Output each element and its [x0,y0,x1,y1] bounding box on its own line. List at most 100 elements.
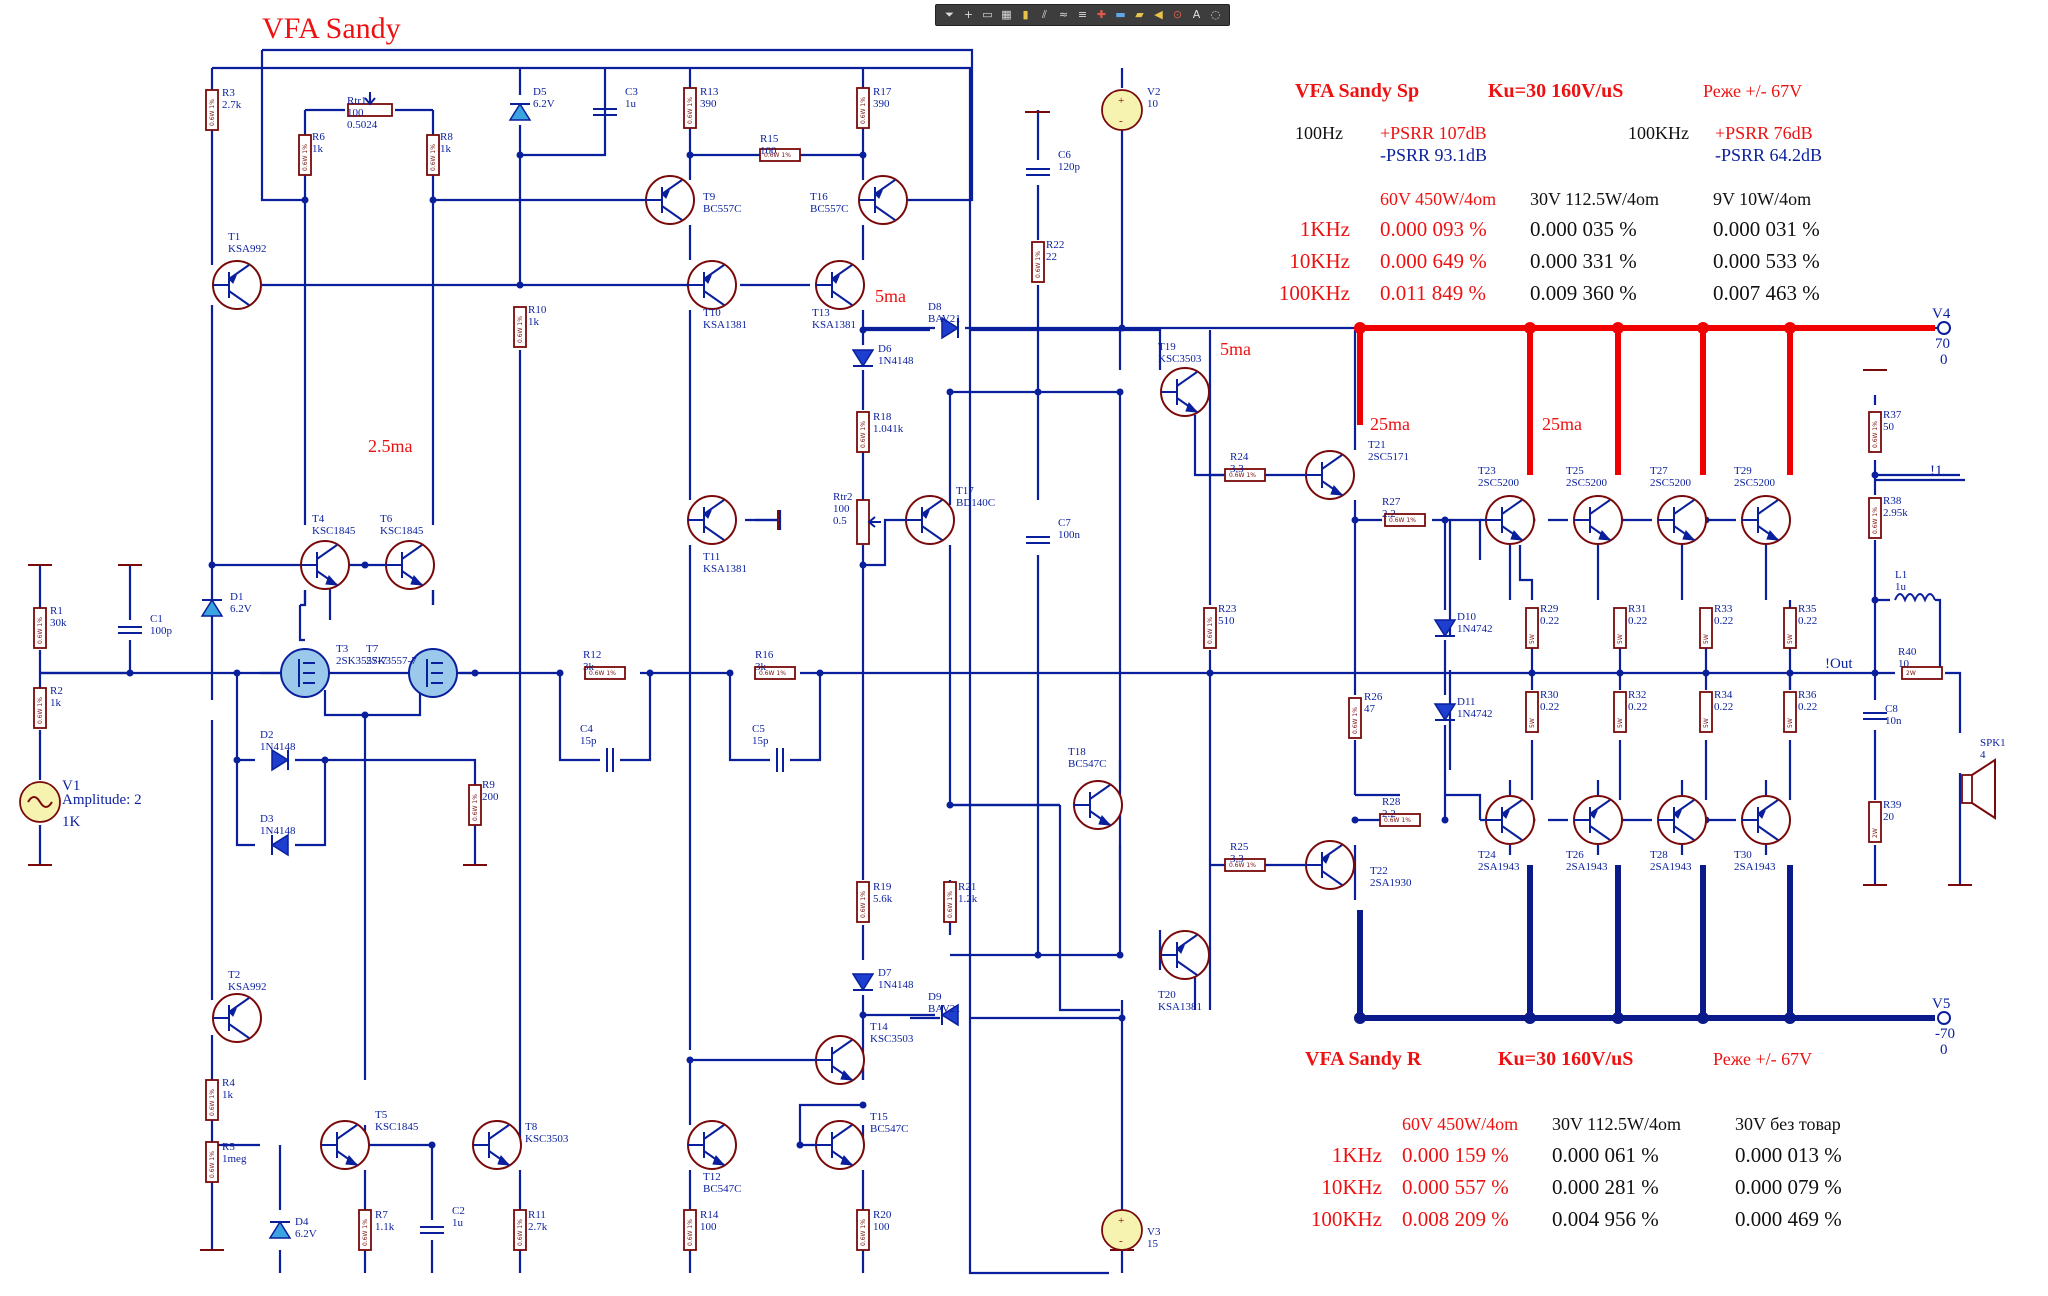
transistor-t2[interactable] [212,993,262,1043]
transistor-t5[interactable] [320,1120,370,1170]
transistor-t14[interactable] [815,1035,865,1085]
diode-d2[interactable] [271,748,290,772]
transistor-t24[interactable] [1485,795,1535,845]
transistor-t11[interactable] [687,495,737,545]
dot-icon[interactable]: ⊙ [1172,8,1183,21]
transistor-t13[interactable] [815,260,865,310]
diode-d1[interactable] [200,598,224,617]
tag-icon[interactable]: ▰ [1135,8,1144,21]
transistor-t9[interactable] [645,175,695,225]
resistor-r17[interactable]: 0.6W 1% [856,87,870,129]
port-v4-icon[interactable] [1937,321,1951,335]
grid-icon[interactable]: ▦ [1001,8,1012,21]
resistor-r29[interactable]: 5W [1525,607,1539,649]
diode-d3[interactable] [270,833,289,857]
cap-c2[interactable] [420,1226,444,1234]
transistor-t12[interactable] [687,1120,737,1170]
diode-d11[interactable] [1433,703,1457,722]
transistor-t8[interactable] [472,1120,522,1170]
resistor-r16[interactable]: 0.6W 1% [754,666,796,680]
resistor-r30[interactable]: 5W [1525,691,1539,733]
resistor-r1[interactable]: 0.6W 1% [33,607,47,649]
text-icon[interactable]: A [1192,8,1201,21]
resistor-r38[interactable]: 0.6W 1% [1868,497,1882,539]
resistor-r18[interactable]: 0.6W 1% [856,411,870,453]
power-icon[interactable]: ✚ [1096,8,1107,21]
resistor-r3[interactable]: 0.6W 1% [205,89,219,131]
resistor-r15[interactable]: 0.6W 1% [759,148,801,162]
arc-icon[interactable]: ◌ [1210,8,1221,21]
resistor-r7[interactable]: 0.6W 1% [358,1209,372,1251]
transistor-t27[interactable] [1657,495,1707,545]
resistor-r26[interactable]: 0.6W 1% [1348,697,1362,739]
trimmer-rtr2[interactable] [856,499,881,545]
plus-icon[interactable]: + [963,8,974,21]
resistor-r20[interactable]: 0.6W 1% [856,1209,870,1251]
cap-c4[interactable] [606,748,614,772]
resistor-r6[interactable]: 0.6W 1% [298,134,312,176]
transistor-t28[interactable] [1657,795,1707,845]
pin-icon[interactable]: ▮ [1022,8,1029,21]
transistor-t17[interactable] [905,495,955,545]
transistor-t18[interactable] [1073,780,1123,830]
cap-c3[interactable] [593,108,617,116]
resistor-r31[interactable]: 5W [1613,607,1627,649]
resistor-r36[interactable]: 5W [1783,691,1797,733]
resistor-r13[interactable]: 0.6W 1% [683,87,697,129]
transistor-t25[interactable] [1573,495,1623,545]
resistor-r5[interactable]: 0.6W 1% [205,1141,219,1183]
transistor-t22[interactable] [1305,840,1355,890]
bus-icon[interactable]: ≡ [1077,8,1088,21]
transistor-t6[interactable] [385,540,435,590]
diode-d8[interactable] [941,316,960,340]
transistor-t23[interactable] [1485,495,1535,545]
resistor-r33[interactable]: 5W [1699,607,1713,649]
rect-icon[interactable]: ▭ [982,8,993,21]
transistor-t29[interactable] [1741,495,1791,545]
transistor-t16[interactable] [858,175,908,225]
port-v5-icon[interactable] [1937,1011,1951,1025]
resistor-r40[interactable]: 2W [1901,666,1943,680]
resistor-r39[interactable]: 2W [1868,801,1882,843]
speaker-spk1[interactable] [1961,758,1996,820]
source-v2[interactable]: +- [1101,89,1143,131]
resistor-r4[interactable]: 0.6W 1% [205,1079,219,1121]
diode-d6[interactable] [851,349,875,368]
diode-d5[interactable] [508,102,532,121]
resistor-r2[interactable]: 0.6W 1% [33,687,47,729]
port-icon[interactable]: ◀ [1154,8,1163,21]
transistor-t1[interactable] [212,260,262,310]
transistor-t21[interactable] [1305,450,1355,500]
jfet-t7[interactable] [408,648,458,698]
jfet-t3[interactable] [280,648,330,698]
transistor-t10[interactable] [687,260,737,310]
filter-icon[interactable]: ⏷ [945,8,954,21]
resistor-r25[interactable]: 0.6W 1% [1224,858,1266,872]
source-v1[interactable] [19,781,61,823]
resistor-r11[interactable]: 0.6W 1% [513,1209,527,1251]
resistor-r9[interactable]: 0.6W 1% [468,784,482,826]
net-icon[interactable]: ▬ [1115,8,1126,21]
resistor-r24[interactable]: 0.6W 1% [1224,468,1266,482]
source-v3[interactable]: +- [1101,1209,1143,1251]
cap-c5[interactable] [776,748,784,772]
cap-c6[interactable] [1026,168,1050,176]
cap-c1[interactable] [118,626,142,634]
resistor-r19[interactable]: 0.6W 1% [856,881,870,923]
transistor-t19[interactable] [1160,367,1210,417]
line-icon[interactable]: ⫽ [1042,8,1047,21]
diode-d10[interactable] [1433,619,1457,638]
inductor-l1[interactable] [1894,593,1936,603]
resistor-r28[interactable]: 0.6W 1% [1379,813,1421,827]
transistor-t20[interactable] [1160,930,1210,980]
trimmer-rtr1[interactable] [347,92,393,117]
resistor-r32[interactable]: 5W [1613,691,1627,733]
resistor-r35[interactable]: 5W [1783,607,1797,649]
diode-d7[interactable] [851,973,875,992]
resistor-r14[interactable]: 0.6W 1% [683,1209,697,1251]
resistor-r37[interactable]: 0.6W 1% [1868,411,1882,453]
cap-c8[interactable] [1863,712,1887,720]
resistor-r8[interactable]: 0.6W 1% [426,134,440,176]
resistor-r34[interactable]: 5W [1699,691,1713,733]
